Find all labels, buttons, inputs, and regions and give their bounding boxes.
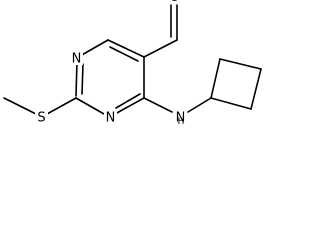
atom-n3-background [104,110,117,124]
bond-n3-c4-inner [115,93,141,109]
atom-n1-background [70,51,83,65]
atom-s-label: S [37,111,45,126]
chemical-structure-diagram: N N S O N H [3,0,262,127]
atom-n1-label: N [72,52,82,67]
bond-cyclobutyl-2 [219,58,262,70]
bond-c5-c6 [107,39,145,58]
bond-c6-n1 [79,39,109,57]
bond-c5-c6-inner [109,46,139,62]
chemical-structure-figure: N N S O N H [0,0,265,127]
bond-n1-c2-inner [81,63,84,95]
atom-nh-background [174,110,187,124]
bond-nh-cyclobutyl [187,97,212,113]
atom-o-background [168,0,181,2]
atom-nh-hydrogen-label: H [178,117,185,127]
bond-s-methyl [3,97,37,115]
atom-n3-label: N [106,111,116,126]
bond-cyclobutyl-4 [210,97,252,110]
atom-nh-label: N [176,111,186,126]
bond-cyclobutyl-3 [250,68,262,110]
bond-c2-s [46,97,77,115]
bond-c2-n3 [75,97,105,115]
atom-s-background [35,110,48,124]
bond-cyclobutyl-1 [210,58,221,99]
bond-n1-c2 [75,60,78,97]
bond-c4-nh [143,97,173,113]
bond-c5-cho [143,39,178,58]
bond-n3-c4 [114,97,145,115]
atom-o-label: O [169,0,179,5]
